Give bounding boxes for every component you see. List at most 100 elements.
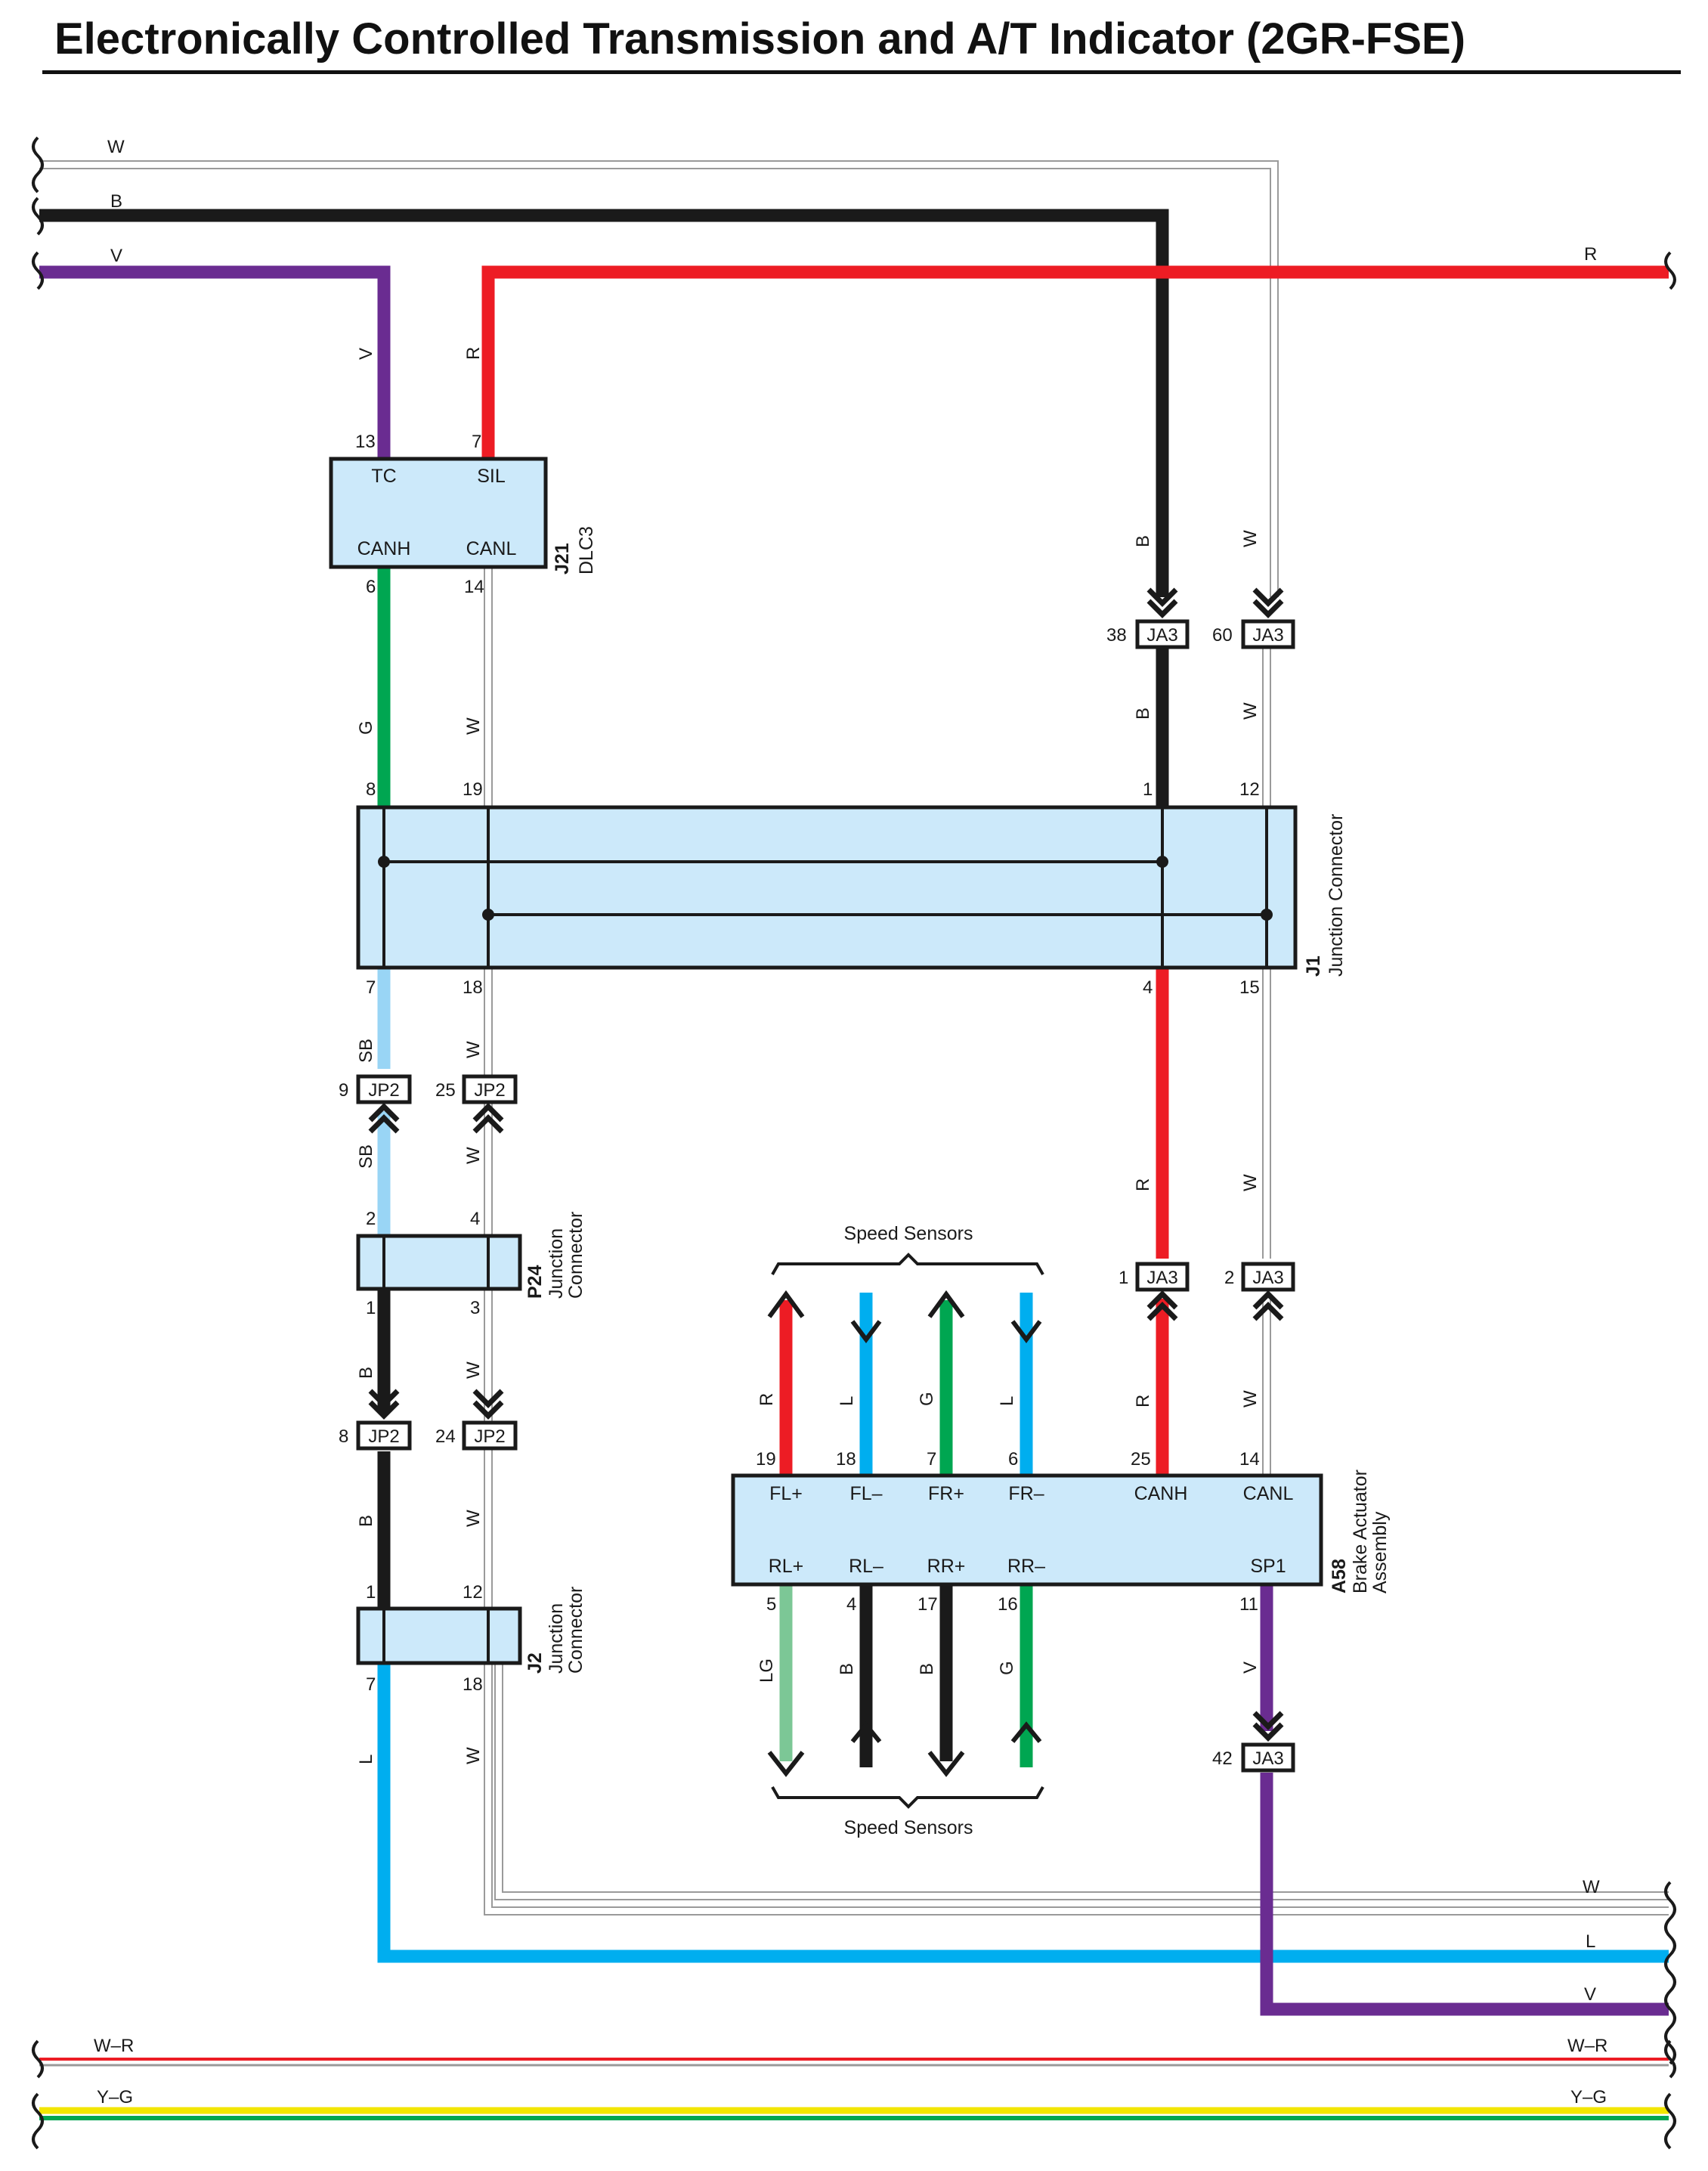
wire-label-sb-jp2-p24: SB <box>356 1144 376 1169</box>
j21-terminal-tc: TC <box>371 466 396 487</box>
diagram-title: Electronically Controlled Transmission a… <box>54 14 1466 63</box>
wire-v-ja3-right <box>1260 1773 1669 2016</box>
a58-pin-19: 19 <box>756 1449 776 1470</box>
wire-top-b <box>39 209 1169 597</box>
a58-terminal-canl: CANL <box>1243 1483 1294 1504</box>
p24-pin-tl: 2 <box>366 1209 376 1229</box>
connector-j2: 1 12 7 18 J2 Junction Connector <box>356 1582 586 1695</box>
wire-label-w-j1-ja3: W <box>1240 1174 1261 1191</box>
a58-terminal-fr-minus: FR– <box>1008 1483 1044 1504</box>
inline-connector-jp2-8: JP2 8 <box>339 1389 412 1451</box>
j1-pin-top-g: 8 <box>366 779 376 800</box>
p24-code: P24 <box>524 1265 546 1299</box>
break-mark-right-wr <box>1664 2039 1676 2079</box>
jp2-9-pin: 9 <box>339 1080 348 1101</box>
wire-label-sb-j1-jp2: SB <box>356 1039 376 1063</box>
break-mark-left-yg <box>32 2092 44 2150</box>
wire-label-rr-minus: G <box>997 1661 1017 1675</box>
connector-j21-dlc3: TC SIL CANH CANL 13 7 6 14 J21 DLC3 <box>329 432 597 597</box>
wire-l-j2-right <box>377 1663 1669 1963</box>
arrow-down-rl-plus <box>767 1751 805 1777</box>
jp2-24-pin: 24 <box>435 1426 456 1447</box>
a58-terminal-fl-plus: FL+ <box>769 1483 803 1504</box>
a58-pin-4: 4 <box>846 1594 856 1615</box>
wire-label-top-r-right: R <box>1584 244 1597 265</box>
break-mark-left-top <box>32 136 44 194</box>
jp2-8-label: JP2 <box>368 1426 399 1447</box>
break-mark-left-v <box>32 251 44 290</box>
jp2-9-label: JP2 <box>368 1080 399 1101</box>
a58-name-2: Assembly <box>1369 1511 1391 1593</box>
wire-label-w-jp2-j2: W <box>463 1510 484 1527</box>
wire-label-top-v: V <box>110 246 122 266</box>
wire-labels: W B V R V R B W G W B W SB W SB W B W B … <box>94 137 1607 2108</box>
p24-pin-bl: 1 <box>366 1298 376 1318</box>
j21-pin-sil: 7 <box>472 432 481 452</box>
wire-break-marks <box>32 136 1676 2150</box>
wire-w-j21-canl-loop <box>484 567 1669 1915</box>
ja3-2-pin: 2 <box>1224 1268 1234 1288</box>
j1-code: J1 <box>1303 955 1324 977</box>
wire-label-b-to-ja3-38: B <box>1133 535 1153 547</box>
ja3-2-label: JA3 <box>1252 1268 1283 1288</box>
inline-connector-jp2-25: JP2 25 <box>435 1074 518 1134</box>
wire-label-r-ja3-a58: R <box>1133 1395 1153 1408</box>
inline-connector-jp2-24: JP2 24 <box>435 1389 518 1451</box>
inline-connector-ja3-38: JA3 38 <box>1106 587 1190 649</box>
wire-label-v-to-j21: V <box>356 348 376 360</box>
wire-w-j2-to-bottom <box>494 1663 1669 1900</box>
inline-connector-ja3-60: JA3 60 <box>1212 587 1295 649</box>
a58-pin-14: 14 <box>1239 1449 1260 1470</box>
ja3-38-pin: 38 <box>1106 625 1127 646</box>
connector-a58: FL+ FL– FR+ FR– CANH CANL RL+ RL– RR+ RR… <box>731 1449 1391 1615</box>
j1-pin-bot-w2: 15 <box>1239 977 1260 998</box>
j21-pin-tc: 13 <box>355 432 376 452</box>
j1-pin-bot-r: 4 <box>1143 977 1153 998</box>
wire-label-yg-left: Y–G <box>97 2087 133 2108</box>
j21-terminal-sil: SIL <box>477 466 506 487</box>
p24-name-1: Junction <box>546 1228 567 1299</box>
speed-sensors-bracket-top: Speed Sensors <box>771 1223 1044 1275</box>
inline-connector-ja3-1: JA3 1 <box>1119 1262 1190 1321</box>
wire-label-r-j1-ja3: R <box>1133 1178 1153 1191</box>
wire-label-fr-minus: L <box>997 1396 1017 1406</box>
a58-terminal-fr-plus: FR+ <box>928 1483 964 1504</box>
wire-label-w-j21-j1: W <box>463 717 484 735</box>
wire-label-bottom-v: V <box>1584 1984 1596 2005</box>
wire-label-w-ja3-j1: W <box>1240 702 1261 720</box>
speed-sensors-bracket-bottom: Speed Sensors <box>771 1786 1044 1838</box>
wire-label-v-a58-ja3: V <box>1240 1662 1261 1674</box>
arrow-down-fl-minus <box>850 1320 882 1343</box>
break-mark-left-b <box>32 197 44 236</box>
jp2-8-pin: 8 <box>339 1426 348 1447</box>
a58-pin-16: 16 <box>998 1594 1018 1615</box>
wire-label-fl-minus: L <box>837 1396 857 1406</box>
connector-p24: 2 4 1 3 P24 Junction Connector <box>356 1209 586 1318</box>
wire-label-w-to-ja3-60: W <box>1240 530 1261 547</box>
wire-label-w-jp2-p24: W <box>463 1147 484 1164</box>
speed-sensors-label-bottom: Speed Sensors <box>844 1817 973 1838</box>
j21-code: J21 <box>552 543 573 574</box>
wire-label-rl-minus: B <box>837 1663 857 1675</box>
a58-terminal-rr-minus: RR– <box>1007 1556 1045 1577</box>
wire-label-rr-plus: B <box>917 1663 937 1675</box>
arrow-up-rr-minus <box>1010 1721 1042 1743</box>
wire-label-r-to-j21: R <box>463 347 484 360</box>
title-rule <box>42 70 1681 74</box>
a58-code: A58 <box>1329 1559 1350 1593</box>
inline-connector-jp2-9: JP2 9 <box>339 1074 412 1134</box>
wire-label-w-p24-jp2: W <box>463 1361 484 1379</box>
wire-w-r <box>39 2058 1669 2067</box>
arrow-up-fr-plus <box>927 1290 965 1318</box>
j2-name-1: Junction <box>546 1603 567 1674</box>
a58-pin-11: 11 <box>1239 1594 1258 1615</box>
j1-pin-bot-sb: 7 <box>366 977 376 998</box>
wire-label-b-jp2-j2: B <box>356 1515 376 1527</box>
inline-connector-ja3-42: JA3 42 <box>1212 1711 1295 1773</box>
jp2-25-pin: 25 <box>435 1080 456 1101</box>
j1-pin-top-w: 19 <box>463 779 483 800</box>
wire-label-rl-plus: LG <box>757 1658 777 1683</box>
p24-pin-br: 3 <box>470 1298 480 1318</box>
break-mark-right-bottom <box>1664 1881 1676 2065</box>
